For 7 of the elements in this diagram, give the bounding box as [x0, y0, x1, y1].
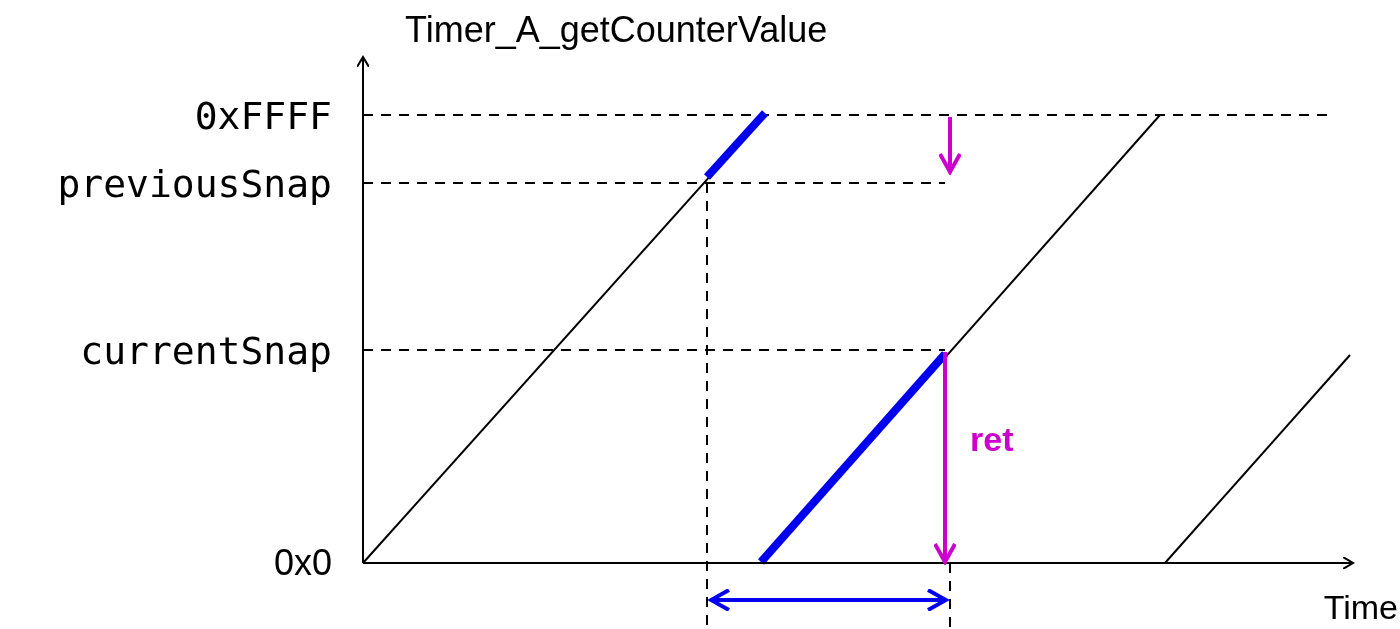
axis-title: Time: [1323, 590, 1398, 624]
axis-tick-label: currentSnap: [80, 332, 332, 370]
axis-title: Timer_A_getCounterValue: [405, 12, 828, 48]
axis-tick-label: previousSnap: [57, 165, 332, 203]
axis-tick-label: 0x0: [273, 545, 332, 581]
measure-label: ret: [970, 422, 1014, 456]
axis-tick-label: 0xFFFF: [194, 97, 332, 135]
